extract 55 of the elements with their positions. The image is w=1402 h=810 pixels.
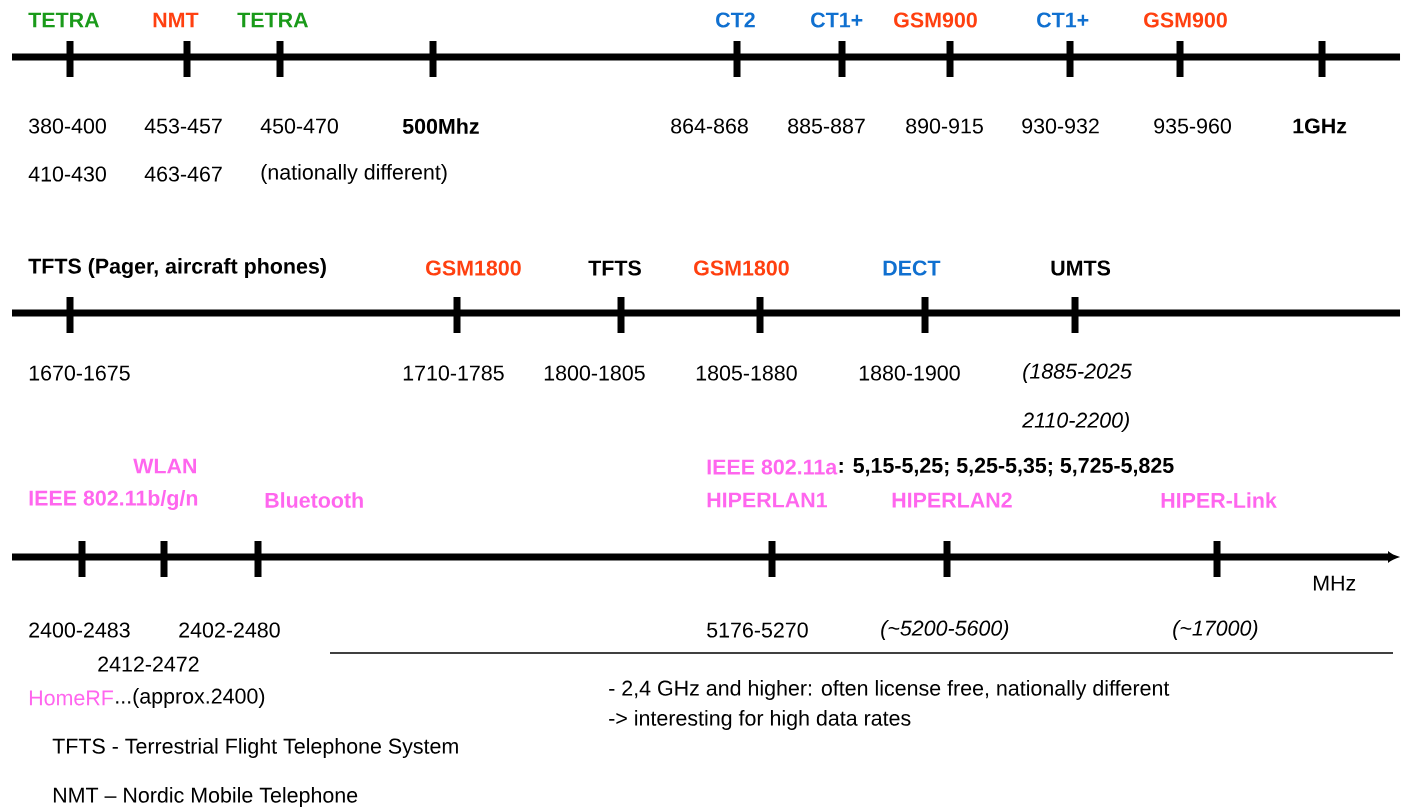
band-label: GSM900 (1144, 12, 1227, 28)
band-label: HIPERLAN2 (892, 492, 1012, 508)
unit-label: MHz (1313, 575, 1356, 591)
frequency-label: 500Mhz (402, 118, 479, 134)
band-label: CT2 (716, 12, 755, 28)
frequency-label: 2402-2480 (179, 622, 280, 638)
frequency-label: ...(approx.2400) (116, 688, 265, 708)
frequency-label: 890-915 (906, 118, 983, 134)
note: (nationally different) (261, 164, 447, 184)
band-label: CT1+ (1037, 12, 1089, 28)
frequency-label: 2110-2200) (1022, 412, 1129, 432)
band-label: NMT (153, 12, 199, 28)
frequency-label: 410-430 (28, 166, 106, 182)
frequency-label: 1710-1785 (403, 365, 504, 381)
frequency-label: 453-457 (144, 118, 222, 134)
band-label: TETRA (237, 12, 309, 28)
band-label: GSM1800 (694, 260, 789, 276)
frequency-label: 1670-1675 (29, 365, 130, 381)
frequency-label: 380-400 (29, 118, 106, 134)
legend-note: NMT – Nordic Mobile Telephone (53, 787, 358, 807)
frequency-label: : 5,15-5,25; 5,25-5,35; 5,725-5,825 (839, 457, 1174, 477)
band-label: IEEE 802.11a (707, 459, 838, 475)
band-label: CT1+ (811, 12, 863, 28)
frequency-label: 1880-1900 (859, 365, 960, 381)
band-label: GSM900 (894, 12, 977, 28)
band-label: DECT (883, 260, 941, 276)
frequency-label: 450-470 (260, 118, 338, 134)
frequency-label: 2412-2472 (98, 656, 199, 672)
frequency-label: 885-887 (788, 118, 865, 134)
frequency-label: 1GHz (1293, 118, 1347, 134)
band-label: TFTS (588, 260, 641, 276)
band-label: TETRA (28, 12, 100, 28)
frequency-label: 463-467 (144, 166, 222, 182)
band-label: HIPER-Link (1161, 492, 1277, 508)
band-label: TFTS (Pager, aircraft phones) (28, 258, 326, 279)
frequency-label: (1885-2025 (1023, 363, 1132, 383)
legend-note: TFTS - Terrestrial Flight Telephone System (52, 738, 458, 758)
frequency-label: (~17000) (1173, 620, 1258, 640)
band-label: UMTS (1051, 260, 1111, 276)
frequency-label: 2400-2483 (29, 622, 130, 638)
note: - 2,4 GHz and higher: often license free, nationally different (609, 680, 1170, 700)
frequency-label: (~5200-5600) (881, 620, 1009, 640)
note: -> interesting for high data rates (609, 710, 911, 730)
band-label: GSM1800 (426, 260, 521, 276)
frequency-label: 935-960 (1154, 118, 1231, 134)
frequency-label: 864-868 (671, 118, 748, 134)
band-label: IEEE 802.11b/g/n (29, 490, 198, 511)
frequency-label: 1805-1880 (696, 365, 797, 381)
frequency-label: 930-932 (1022, 118, 1099, 134)
band-label: HIPERLAN1 (707, 492, 827, 508)
band-label: Bluetooth (265, 492, 363, 508)
frequency-label: 5176-5270 (707, 622, 808, 638)
band-label: WLAN (133, 458, 196, 474)
frequency-label: 1800-1805 (544, 365, 645, 381)
band-label: HomeRF (29, 690, 114, 706)
